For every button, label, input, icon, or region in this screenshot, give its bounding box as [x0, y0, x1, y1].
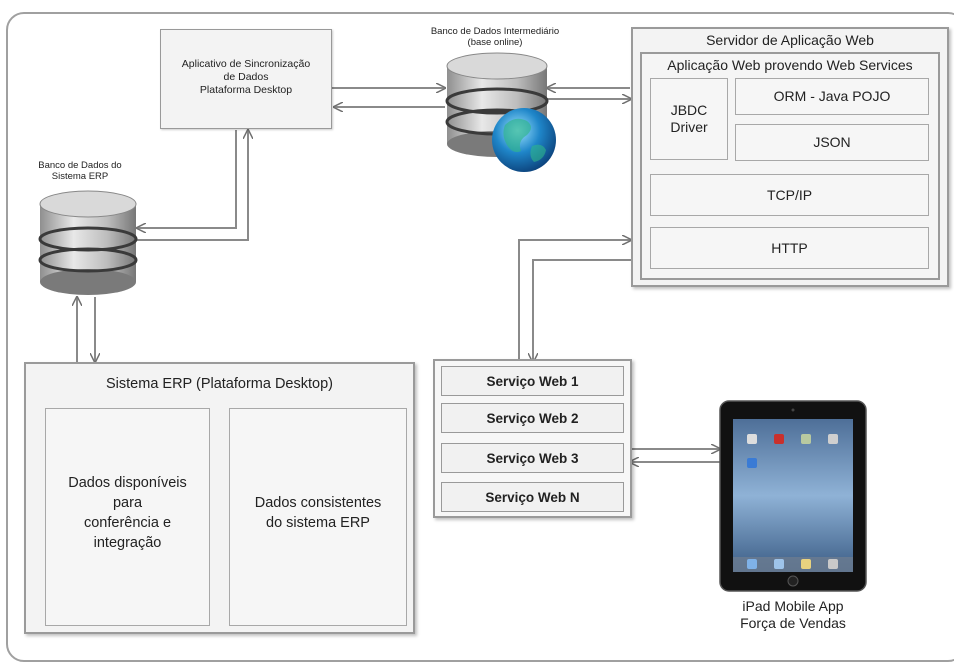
web-app-title: Aplicação Web provendo Web Services [667, 57, 913, 73]
jdbc-driver-box [650, 78, 728, 160]
ipad-label: iPad Mobile App Força de Vendas [740, 598, 846, 631]
tcpip-box [650, 174, 929, 216]
intermediate-db-icon [445, 52, 556, 172]
intermediate-db-label: Banco de Dados Intermediário (base onlin… [430, 26, 560, 48]
arrow-erpdb-to-sync [137, 130, 248, 241]
sync-app-label: Aplicativo de Sincronização de Dados Pla… [181, 58, 311, 96]
arrow-services-to-server [518, 240, 631, 362]
erp-available-data-label: Dados disponíveis para conferência e int… [68, 475, 187, 551]
orm-box [735, 78, 929, 115]
arrow-server-to-services [533, 259, 631, 362]
erp-consistent-data-label: Dados consistentes do sistema ERP [254, 495, 382, 531]
service-3: Serviço Web 3 [441, 443, 624, 473]
arrow-sync-to-erpdb [137, 130, 237, 228]
erp-system-title: Sistema ERP (Plataforma Desktop) [106, 376, 333, 392]
erp-db-icon [38, 190, 138, 295]
jdbc-driver-label: JBDC Driver [670, 102, 708, 135]
service-n: Serviço Web N [441, 482, 624, 512]
service-2: Serviço Web 2 [441, 403, 624, 433]
erp-consistent-data-box [229, 408, 407, 626]
ipad-icon [719, 400, 867, 592]
tcpip-label: TCP/IP [766, 187, 813, 203]
sync-app-box [160, 29, 332, 129]
service-1: Serviço Web 1 [441, 366, 624, 396]
web-server-title: Servidor de Aplicação Web [706, 32, 874, 48]
erp-available-data-box [45, 408, 210, 626]
http-label: HTTP [771, 240, 808, 256]
architecture-diagram: Aplicativo de Sincronização de Dados Pla… [6, 12, 954, 662]
orm-label: ORM - Java POJO [773, 88, 891, 104]
erp-db-label: Banco de Dados do Sistema ERP [38, 160, 122, 182]
http-box [650, 227, 929, 269]
json-box [735, 124, 929, 161]
json-label: JSON [813, 134, 851, 150]
